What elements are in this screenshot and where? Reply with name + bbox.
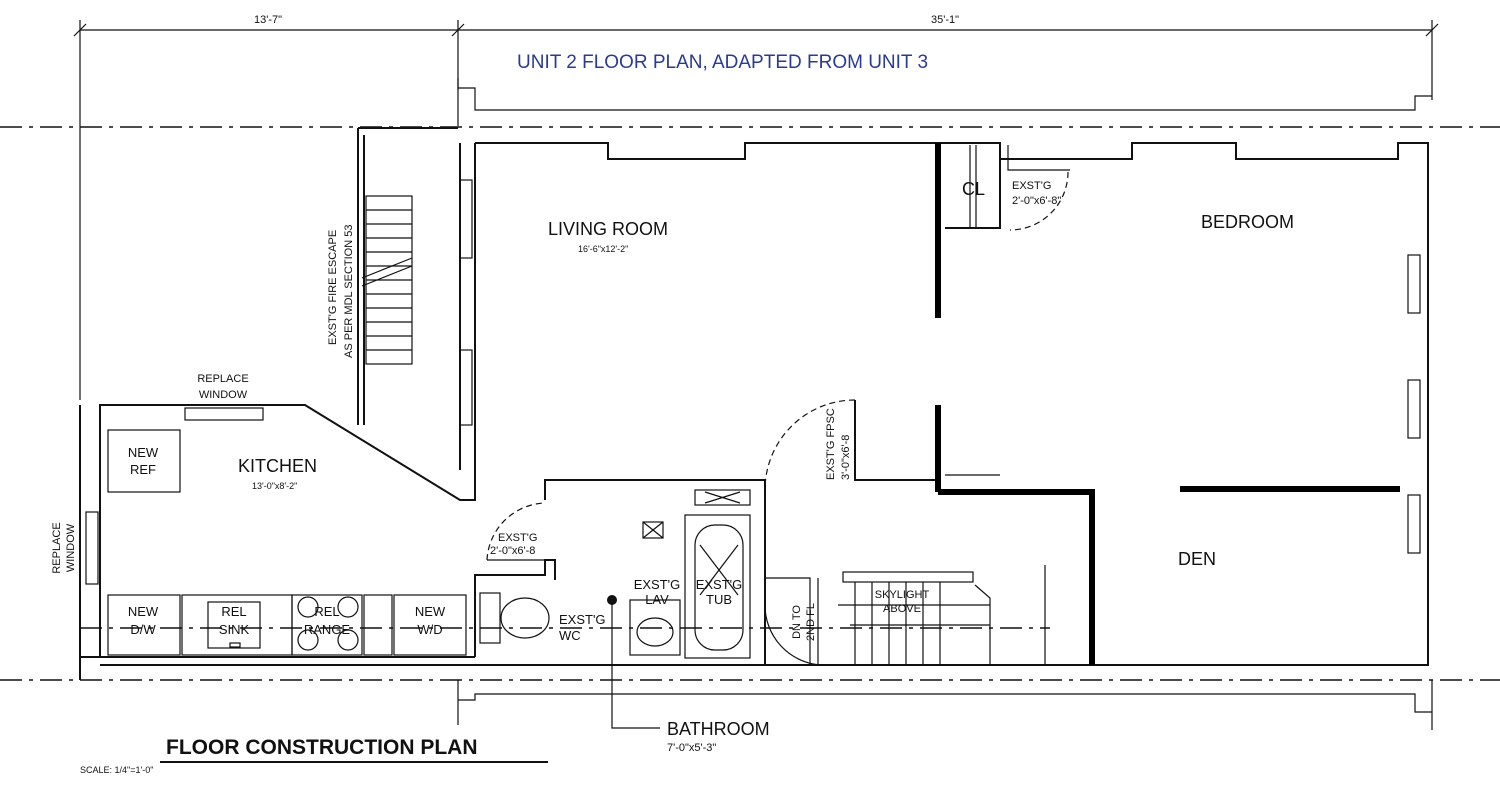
fire-escape-note-1: EXST'G FIRE ESCAPE	[327, 230, 339, 345]
stair-note-1: DN TO	[791, 605, 803, 639]
dimension-right: 35'-1"	[931, 14, 959, 26]
closet-door-note-2: 2'-0"x6'-8"	[1012, 195, 1061, 207]
kitchen-size: 13'-0"x8'-2"	[252, 481, 297, 491]
fpsc-door-note-2: 3'-0"x6'-8	[840, 435, 852, 480]
interior-stair	[764, 565, 1046, 666]
living-room-size: 16'-6"x12'-2"	[578, 244, 628, 254]
adjacent-outline	[457, 78, 1432, 725]
tub-note-1: EXST'G	[696, 577, 743, 592]
rel-sink-note-2: SINK	[219, 622, 250, 637]
new-dw-note-1: NEW	[128, 604, 159, 619]
skylight-note-2: ABOVE	[883, 603, 921, 615]
wc-note-2: WC	[559, 628, 581, 643]
bathroom-fixtures	[479, 489, 751, 729]
den-label: DEN	[1178, 549, 1216, 569]
bath-door-note-2: 2'-0"x6'-8	[490, 545, 535, 557]
replace-window-top-2: WINDOW	[199, 389, 248, 401]
exterior-walls	[79, 127, 1429, 680]
wc-note-1: EXST'G	[559, 612, 606, 627]
rel-range-note-1: REL	[314, 604, 339, 619]
heavy-walls	[935, 143, 1400, 665]
replace-window-top-1: REPLACE	[197, 373, 248, 385]
plan-title-blue: UNIT 2 FLOOR PLAN, ADAPTED FROM UNIT 3	[517, 52, 928, 73]
closet	[945, 143, 1070, 231]
closet-label: CL	[962, 179, 985, 199]
new-ref-note-1: NEW	[128, 445, 159, 460]
lav-note-1: EXST'G	[634, 577, 681, 592]
tub-note-2: TUB	[706, 592, 732, 607]
closet-door-note-1: EXST'G	[1012, 180, 1051, 192]
living-room-label: LIVING ROOM	[548, 219, 668, 239]
fire-escape-stair	[361, 195, 413, 365]
new-ref-note-2: REF	[130, 462, 156, 477]
dimension-lines	[73, 20, 1439, 730]
dimension-left: 13'-7"	[254, 14, 282, 26]
floor-construction-plan-title: FLOOR CONSTRUCTION PLAN	[166, 736, 477, 759]
rel-sink-note-1: REL	[221, 604, 246, 619]
windows	[85, 179, 1421, 585]
kitchen-fixtures	[107, 429, 467, 656]
bath-door-note-1: EXST'G	[498, 532, 537, 544]
fire-escape-note-2: AS PER MDL SECTION 53	[343, 225, 355, 358]
kitchen-label: KITCHEN	[238, 456, 317, 476]
new-wd-note-1: NEW	[415, 604, 446, 619]
property-lines	[0, 126, 1500, 681]
door-swings	[486, 399, 856, 561]
replace-window-left-1: REPLACE	[51, 522, 63, 573]
scale-note: SCALE: 1/4"=1'-0"	[80, 765, 153, 775]
fpsc-door-note-1: EXST'G FPSC	[825, 408, 837, 480]
new-wd-note-2: W/D	[417, 622, 442, 637]
bathroom-size: 7'-0"x5'-3"	[667, 742, 716, 754]
stair-note-2: 2ND FL	[805, 603, 817, 641]
lav-note-2: LAV	[645, 592, 669, 607]
bedroom-label: BEDROOM	[1201, 212, 1294, 232]
replace-window-left-2: WINDOW	[65, 523, 77, 572]
bathroom-label: BATHROOM	[667, 719, 770, 739]
new-dw-note-2: D/W	[130, 622, 156, 637]
rel-range-note-2: RANGE	[304, 622, 351, 637]
skylight-note-1: SKYLIGHT	[875, 589, 930, 601]
